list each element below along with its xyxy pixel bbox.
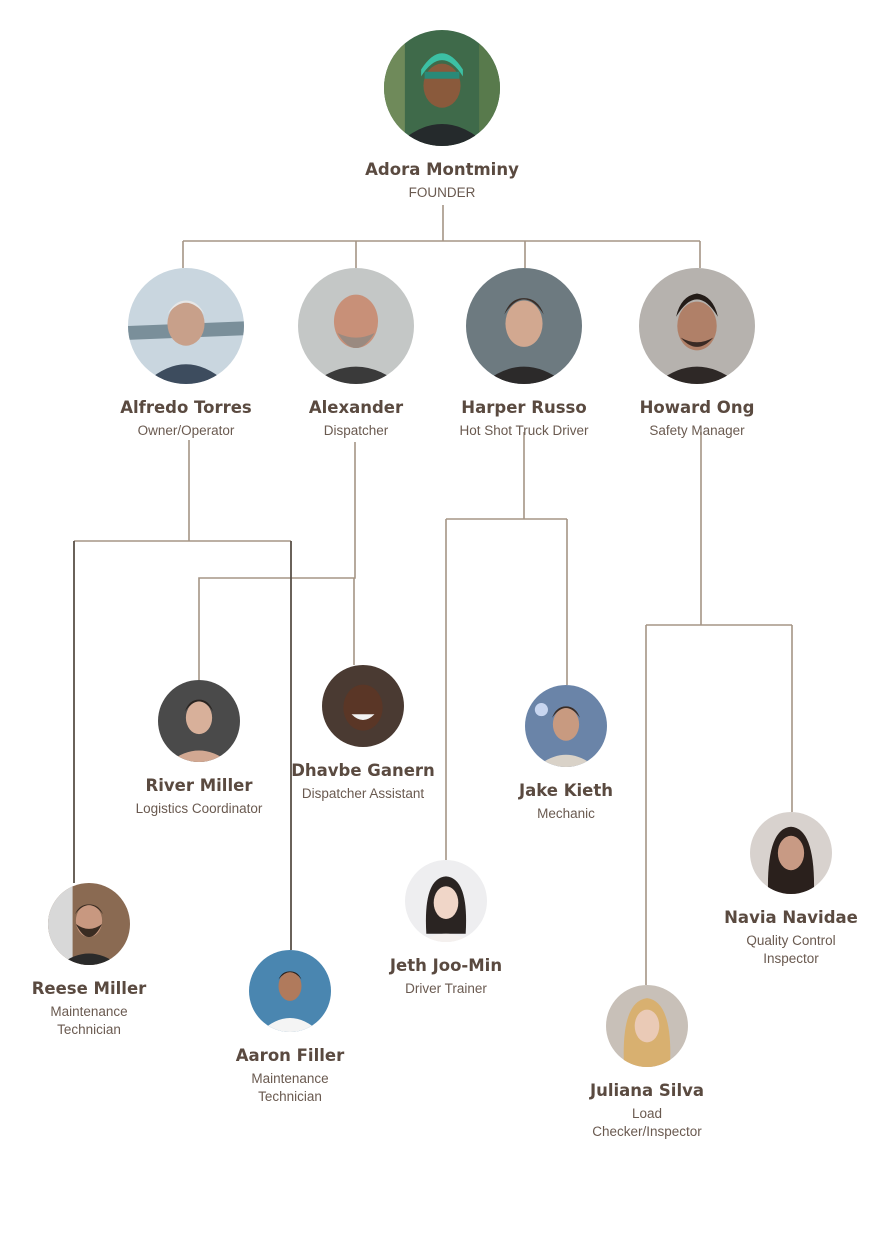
person-role: Load Checker/Inspector xyxy=(592,1106,702,1139)
person-card-reese: Reese Miller Maintenance Technician xyxy=(0,883,189,1039)
person-role: Logistics Coordinator xyxy=(135,801,263,816)
person-card-navia: Navia Navidae Quality Control Inspector xyxy=(691,812,884,968)
person-name: Navia Navidae xyxy=(724,908,858,927)
person-card-juliana: Juliana Silva Load Checker/Inspector xyxy=(547,985,747,1141)
person-card-jeth: Jeth Joo-Min Driver Trainer xyxy=(346,860,546,998)
person-card-dhavbe: Dhavbe Ganern Dispatcher Assistant xyxy=(263,665,463,803)
person-name: Howard Ong xyxy=(639,398,755,417)
person-card-howard: Howard Ong Safety Manager xyxy=(597,268,797,440)
person-photo-icon xyxy=(405,860,487,942)
person-role: Mechanic xyxy=(537,806,595,821)
person-photo-icon xyxy=(750,812,832,894)
person-photo-icon xyxy=(606,985,688,1067)
person-name: Aaron Filler xyxy=(235,1046,345,1065)
person-card-harper: Harper Russo Hot Shot Truck Driver xyxy=(424,268,624,440)
connector-founder xyxy=(182,205,701,268)
person-role: Quality Control Inspector xyxy=(746,933,836,966)
person-card-alfredo: Alfredo Torres Owner/Operator xyxy=(86,268,286,440)
person-name: Alexander xyxy=(308,398,404,417)
person-name: Alfredo Torres xyxy=(120,398,252,417)
connector-harper xyxy=(445,432,568,860)
person-card-alexander: Alexander Dispatcher xyxy=(256,268,456,440)
person-name: Dhavbe Ganern xyxy=(291,761,435,780)
person-role: FOUNDER xyxy=(408,185,476,200)
person-photo-icon xyxy=(128,268,244,384)
person-photo-icon xyxy=(298,268,414,384)
person-card-jake: Jake Kieth Mechanic xyxy=(466,685,666,823)
person-role: Maintenance Technician xyxy=(251,1071,329,1104)
person-photo-icon xyxy=(525,685,607,767)
connector-howard xyxy=(645,432,793,985)
person-role: Safety Manager xyxy=(649,423,745,438)
person-role: Dispatcher Assistant xyxy=(301,786,425,801)
person-photo-icon xyxy=(466,268,582,384)
person-photo-icon xyxy=(322,665,404,747)
connector-alexander xyxy=(198,442,356,680)
person-name: Juliana Silva xyxy=(589,1081,705,1100)
person-role: Maintenance Technician xyxy=(50,1004,128,1037)
person-name: Harper Russo xyxy=(461,398,587,417)
person-photo-icon xyxy=(48,883,130,965)
person-card-adora: Adora Montminy FOUNDER xyxy=(342,30,542,202)
person-photo-icon xyxy=(249,950,331,1032)
person-name: Jake Kieth xyxy=(518,781,613,800)
person-role: Dispatcher xyxy=(323,423,389,438)
person-role: Driver Trainer xyxy=(405,981,487,996)
person-role: Hot Shot Truck Driver xyxy=(459,423,589,438)
person-name: Adora Montminy xyxy=(365,160,519,179)
person-name: Reese Miller xyxy=(31,979,147,998)
person-photo-icon xyxy=(384,30,500,146)
person-photo-icon xyxy=(639,268,755,384)
connector-alfredo xyxy=(74,440,291,542)
person-card-aaron: Aaron Filler Maintenance Technician xyxy=(190,950,390,1106)
person-name: River Miller xyxy=(145,776,253,795)
person-card-river: River Miller Logistics Coordinator xyxy=(99,680,299,818)
person-name: Jeth Joo-Min xyxy=(389,956,503,975)
person-role: Owner/Operator xyxy=(137,423,235,438)
person-photo-icon xyxy=(158,680,240,762)
